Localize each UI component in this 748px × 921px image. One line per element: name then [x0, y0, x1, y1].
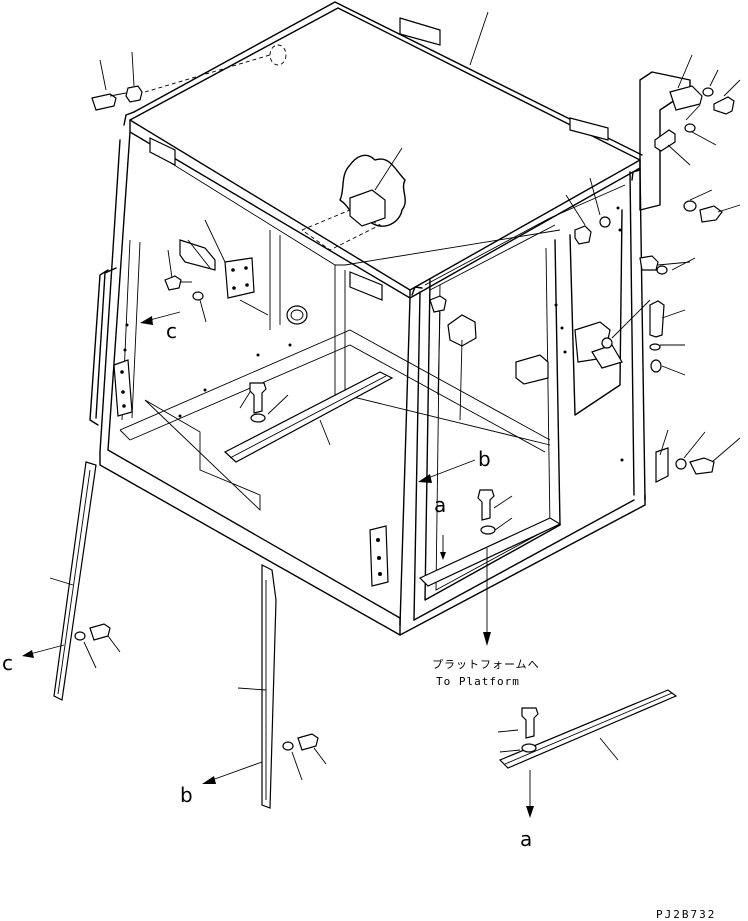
detached-strip-b [202, 564, 327, 809]
cab-frame [89, 1, 646, 636]
note-english: To Platform [436, 675, 520, 688]
drawing-code: PJ2B732 [656, 908, 716, 921]
label-b-cab: b [478, 447, 491, 471]
detached-strip-a [497, 689, 678, 818]
label-a-strip: a [520, 827, 532, 851]
to-platform-arrow [483, 548, 491, 646]
top-left-hardware [91, 44, 287, 111]
detached-strip-c [22, 461, 121, 701]
label-c-strip: c [2, 651, 13, 675]
floor-bolt-group-a [440, 489, 513, 560]
right-side-hardware [565, 177, 686, 376]
label-c-cab: c [166, 319, 177, 343]
interior-hardware [164, 11, 489, 446]
label-b-strip: b [180, 783, 193, 807]
top-right-mount-group [639, 54, 741, 483]
note-japanese: プラットフォームへ [432, 658, 540, 671]
label-a-cab: a [434, 493, 446, 517]
reference-arrows [140, 311, 476, 483]
